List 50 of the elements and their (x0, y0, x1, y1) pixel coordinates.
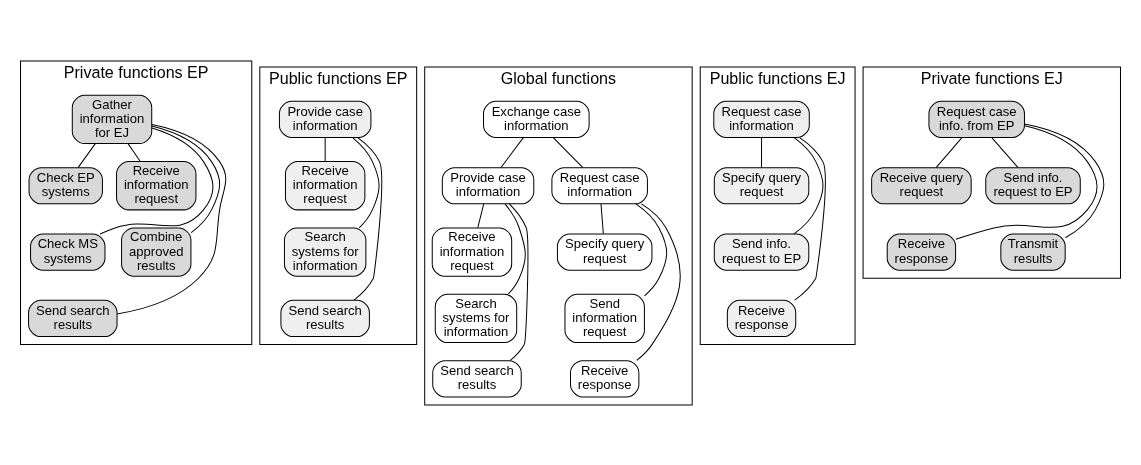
connector (552, 136, 584, 168)
node-box: Receive response (726, 299, 797, 337)
node-box: Send information request (564, 293, 645, 343)
connector (600, 203, 604, 234)
node-box: Specify query request (556, 233, 653, 271)
connector (955, 124, 1098, 240)
connector (324, 136, 326, 162)
node-box: Receive response (886, 233, 957, 271)
node-box: Receive information request (116, 160, 197, 210)
node-box: Send search results (280, 299, 370, 337)
node-box: Request case information (713, 100, 810, 138)
node-box: Receive response (570, 359, 640, 397)
connector (508, 202, 529, 361)
node-box: Search systems for information (283, 226, 367, 277)
node-box: Specify query request (713, 166, 810, 204)
connector (477, 203, 485, 228)
connector (793, 136, 824, 234)
node-box: Search systems for information (434, 293, 518, 343)
node-box: Receive query request (871, 166, 972, 204)
node-box: Provide case information (441, 166, 535, 204)
connector (935, 136, 963, 168)
node-box: Check EP systems (28, 166, 103, 204)
node-box: Transmit results (1000, 233, 1066, 271)
node-box: Gather information for EJ (71, 94, 153, 144)
node-box: Receive information request (284, 160, 366, 210)
node-box: Send info. request to EP (713, 233, 810, 271)
connector (635, 202, 668, 296)
node-box: Provide case information (278, 100, 372, 138)
connector (99, 126, 214, 234)
node-box: Send search results (28, 299, 118, 337)
connector (1024, 123, 1105, 238)
connector (127, 142, 141, 162)
node-box: Request case info. from EP (928, 100, 1025, 138)
node-box: Request case information (551, 166, 648, 204)
connector (761, 136, 763, 168)
node-box: Send search results (432, 359, 522, 397)
connector (352, 136, 380, 228)
connector (500, 136, 524, 168)
connector (794, 136, 826, 301)
connector (991, 136, 1019, 168)
node-box: Check MS systems (30, 233, 106, 271)
node-box: Combine approved results (121, 226, 192, 277)
connector (504, 203, 526, 294)
node-box: Send info. request to EP (985, 166, 1081, 204)
node-box: Receive information request (431, 226, 513, 277)
connector (151, 125, 221, 233)
node-box: Exchange case information (483, 100, 590, 138)
connector (77, 142, 96, 168)
connector (636, 202, 681, 361)
connector (353, 136, 383, 301)
